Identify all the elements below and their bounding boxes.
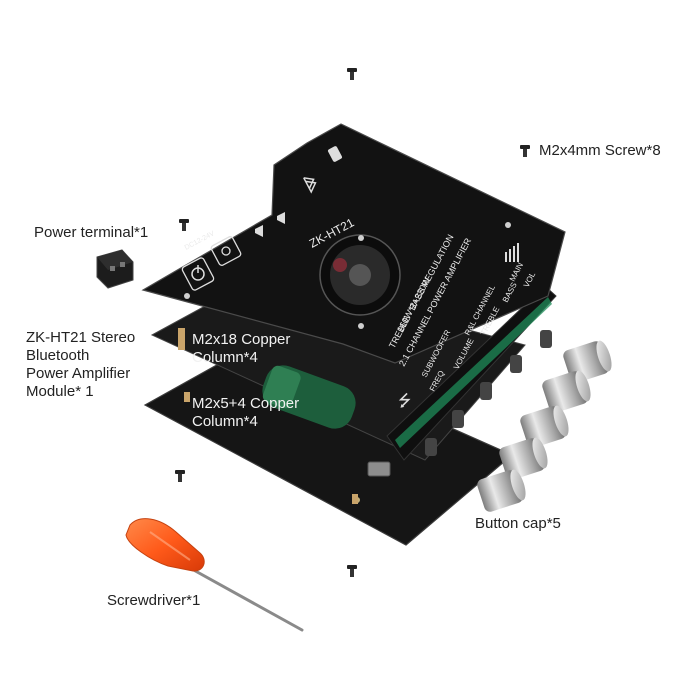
- usb-icon: ⭍: [398, 391, 411, 410]
- shaft-group: [425, 330, 552, 456]
- screw-icon: [175, 470, 185, 482]
- label-copper-column-5: M2x5+4 Copper Column*4: [192, 395, 300, 430]
- label-power-terminal: Power terminal*1: [34, 224, 149, 241]
- screw-icon: [347, 565, 357, 577]
- button-cap: [477, 469, 526, 512]
- screw-hole: [358, 235, 364, 241]
- copper-column-long: [178, 328, 185, 350]
- bluetooth-icon: [303, 177, 317, 194]
- screw-hole: [358, 323, 364, 329]
- button-cap: [499, 437, 548, 480]
- power-terminal: [96, 249, 134, 289]
- label-module: ZK-HT21 Stereo Bluetooth Power Amplifier…: [26, 329, 136, 400]
- screw-icon: [347, 68, 357, 80]
- cooling-fan: [319, 234, 401, 316]
- screw-icon: [520, 145, 530, 157]
- copper-column-short: [184, 392, 358, 504]
- capacitor: [262, 365, 356, 429]
- label-screwdriver: Screwdriver*1: [107, 592, 201, 609]
- screw-hole: [184, 293, 190, 299]
- power-button-icon: [181, 257, 215, 291]
- screwdriver: [125, 518, 304, 632]
- audio-jack-icon: [328, 146, 342, 162]
- usb-port: [367, 461, 391, 477]
- button-cap: [520, 405, 569, 448]
- label-screw: M2x4mm Screw*8: [539, 142, 661, 159]
- button-cap: [542, 370, 591, 413]
- signal-bars-icon: [505, 243, 519, 262]
- dc-input-icon: [210, 236, 242, 266]
- label-button-cap: Button cap*5: [475, 515, 561, 532]
- screw-hole: [505, 222, 511, 228]
- speaker-icon-group: [255, 212, 285, 237]
- green-strip: [395, 297, 552, 448]
- screw-icon: [179, 219, 189, 231]
- label-copper-column-18: M2x18 Copper Column*4: [192, 331, 291, 366]
